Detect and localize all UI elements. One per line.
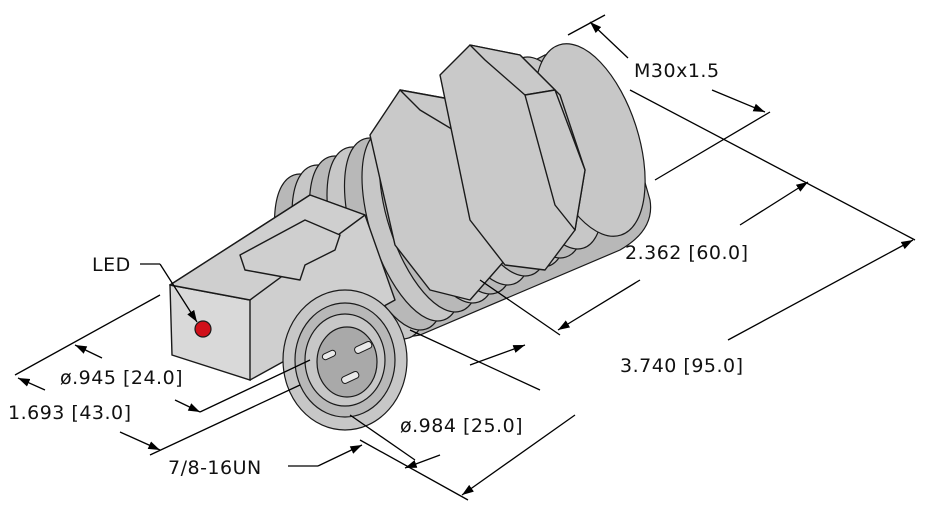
led-indicator <box>194 320 212 338</box>
face-diameter-label: ø.945 [24.0] <box>60 367 183 389</box>
dimension-lines <box>14 14 916 501</box>
overall-length-label: 3.740 [95.0] <box>620 355 744 377</box>
connector-pins <box>321 340 373 384</box>
connector-thread-label: 7/8-16UN <box>168 457 262 479</box>
led-label: LED <box>92 254 131 276</box>
connector-diameter-label: ø.984 [25.0] <box>400 415 523 437</box>
connector-length-label: 1.693 [43.0] <box>8 402 132 424</box>
connector-socket <box>316 326 378 398</box>
connector-housing <box>169 194 396 381</box>
hex-nut-front <box>439 44 586 271</box>
thread-size-label: M30x1.5 <box>634 60 720 82</box>
connector-thread <box>282 289 408 431</box>
sensing-length-label: 2.362 [60.0] <box>625 242 749 264</box>
